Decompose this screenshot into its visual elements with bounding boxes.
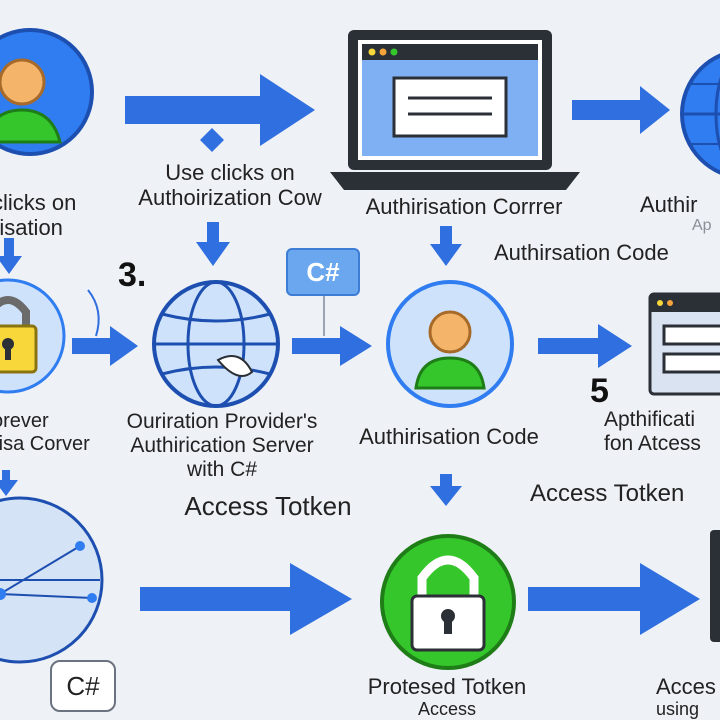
arrow-down-auth	[430, 226, 462, 266]
csharp-tag-top: C#	[286, 248, 360, 296]
step-3-number: 3.	[118, 256, 147, 294]
user-clicks-left-label: clicks on risation	[0, 190, 77, 241]
device-icon	[710, 530, 720, 642]
globe-icon	[680, 53, 720, 175]
curve-line	[87, 289, 100, 337]
arrow-bottom-1	[140, 563, 352, 635]
arrow-mid-2	[292, 326, 372, 366]
protected-lock-icon	[380, 534, 516, 670]
auth-right-top-label: Authir Ap	[640, 192, 712, 235]
arrow-bottom-2	[528, 563, 700, 635]
step-5-number: 5	[590, 372, 609, 410]
user-center-label: Authirisation Code	[359, 424, 539, 449]
arrow-top-1	[125, 74, 315, 146]
globe-provider-icon	[152, 280, 280, 408]
csharp-tag-bottom: C#	[50, 660, 116, 712]
provider-label: Ouriration Provider's Authirication Serv…	[126, 410, 318, 482]
auth-server-top-label: Authirisation Corrrer	[365, 194, 563, 219]
padlock-node-icon	[0, 278, 66, 394]
arrow-down-left	[0, 238, 22, 274]
arrow-down-lock	[0, 470, 18, 496]
arrow-down-user	[430, 474, 462, 506]
browser-window-icon	[648, 292, 720, 396]
arrow-down-center	[196, 222, 230, 266]
arrow-diamond	[200, 128, 224, 152]
arrow-mid-1	[72, 326, 138, 366]
protected-label: Protesed Totken Access	[367, 674, 527, 720]
lock-left-label: orever risa Corver	[0, 410, 90, 455]
access-token-center-label: Access Totken	[184, 491, 352, 521]
access-token-right-label: Access Totken	[530, 480, 685, 507]
laptop-icon	[330, 30, 580, 190]
user-node-icon	[386, 280, 514, 408]
arrow-mid-3	[538, 324, 632, 368]
network-globe-icon	[0, 496, 104, 664]
right-server-label: Apthificati fon Atcess	[604, 408, 701, 456]
user-avatar-icon	[0, 28, 94, 156]
access-right-bottom-label: Acces using	[656, 674, 716, 720]
user-clicks-center-label: Use clicks on Authoirization Cow	[138, 160, 322, 211]
auth-code-top-label: Authirsation Code	[494, 240, 669, 265]
arrow-top-2	[572, 86, 670, 134]
